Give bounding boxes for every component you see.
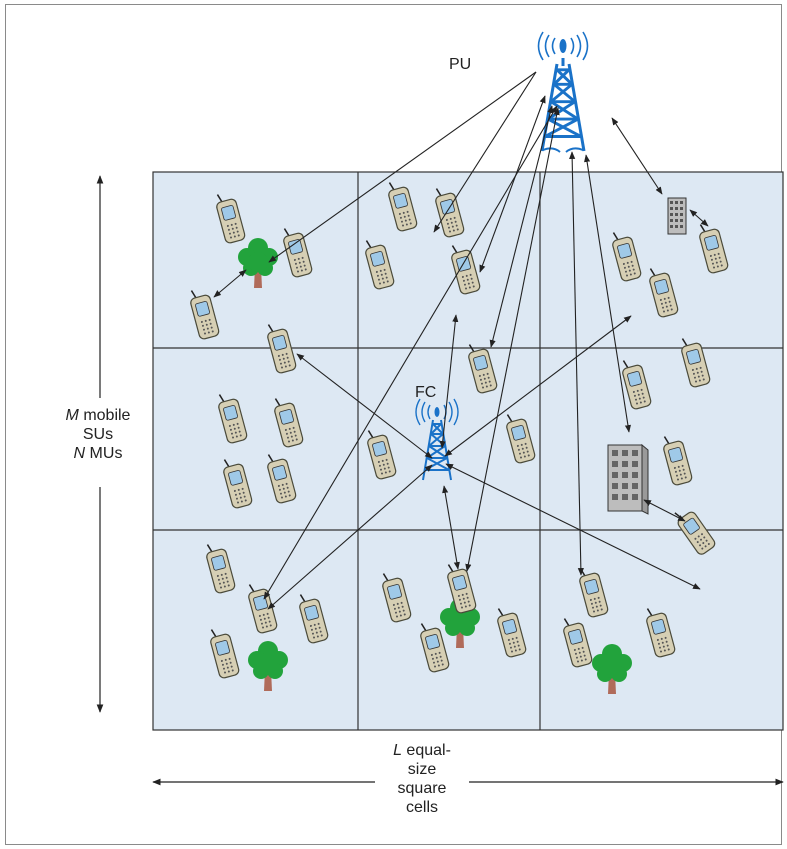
cells-label-line3: square [397,780,447,797]
link-arrow [611,117,663,195]
building-icon [607,443,649,515]
building-icon [667,197,687,235]
users-label-line1: M mobile [65,407,131,424]
fc-label: FC [415,384,436,401]
cells-dimension-label: L equal- size square cells [368,741,476,817]
link-arrow [296,353,433,459]
users-label-line2: SUs [82,426,114,443]
pu-label: PU [449,56,471,73]
cells-label-line1: L equal- [393,742,451,759]
users-label-line3: N MUs [73,445,123,462]
cells-label-line4: cells [405,799,438,816]
pu-tower-icon [537,31,589,153]
link-arrows [213,71,709,610]
link-arrow [267,464,433,610]
link-arrow [213,269,247,298]
link-arrow [445,463,701,590]
link-arrow [689,209,709,227]
users-dimension-label: M mobile SUs N MUs [48,406,148,463]
link-arrow [442,485,460,570]
link-arrow [444,315,632,457]
cells-label-line2: size [407,761,437,778]
